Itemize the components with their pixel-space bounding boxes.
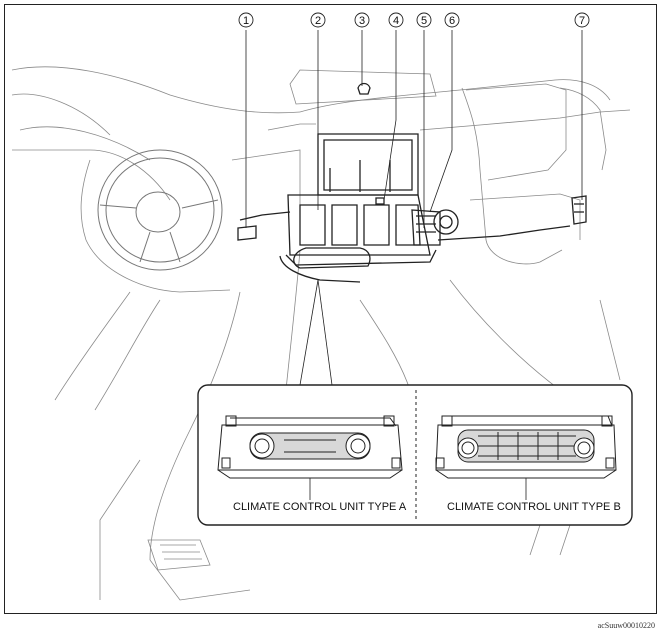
climate-control-unit-type-a	[217, 415, 403, 479]
image-code: acSuuw00010220	[597, 621, 655, 630]
callout-2-circle	[310, 12, 326, 28]
dashboard-outline	[11, 66, 631, 601]
callout-3-circle	[354, 12, 370, 28]
climate-control-unit-type-b	[435, 415, 617, 479]
callout-4-circle	[388, 12, 404, 28]
callout-1-circle	[238, 12, 254, 28]
vent-duct-assembly	[237, 82, 587, 283]
callout-5-label: 5	[421, 15, 427, 27]
climate-control-unit-type-a-label: CLIMATE CONTROL UNIT TYPE A	[233, 501, 407, 513]
callout-6-label: 6	[449, 15, 455, 27]
callout-3-label: 3	[359, 15, 365, 27]
callout-4-label: 4	[393, 15, 399, 27]
steering-wheel	[97, 149, 223, 271]
callout-1-label: 1	[243, 15, 249, 27]
climate-control-unit-type-b-label: CLIMATE CONTROL UNIT TYPE B	[447, 501, 621, 513]
inset-box	[197, 384, 633, 526]
callout-leader-lines	[245, 30, 583, 386]
callout-7-circle	[574, 12, 590, 28]
callout-5-circle	[416, 12, 432, 28]
callout-7-label: 7	[579, 15, 585, 27]
callout-6-circle	[444, 12, 460, 28]
callout-2-label: 2	[315, 15, 321, 27]
callout-markers	[238, 12, 629, 406]
